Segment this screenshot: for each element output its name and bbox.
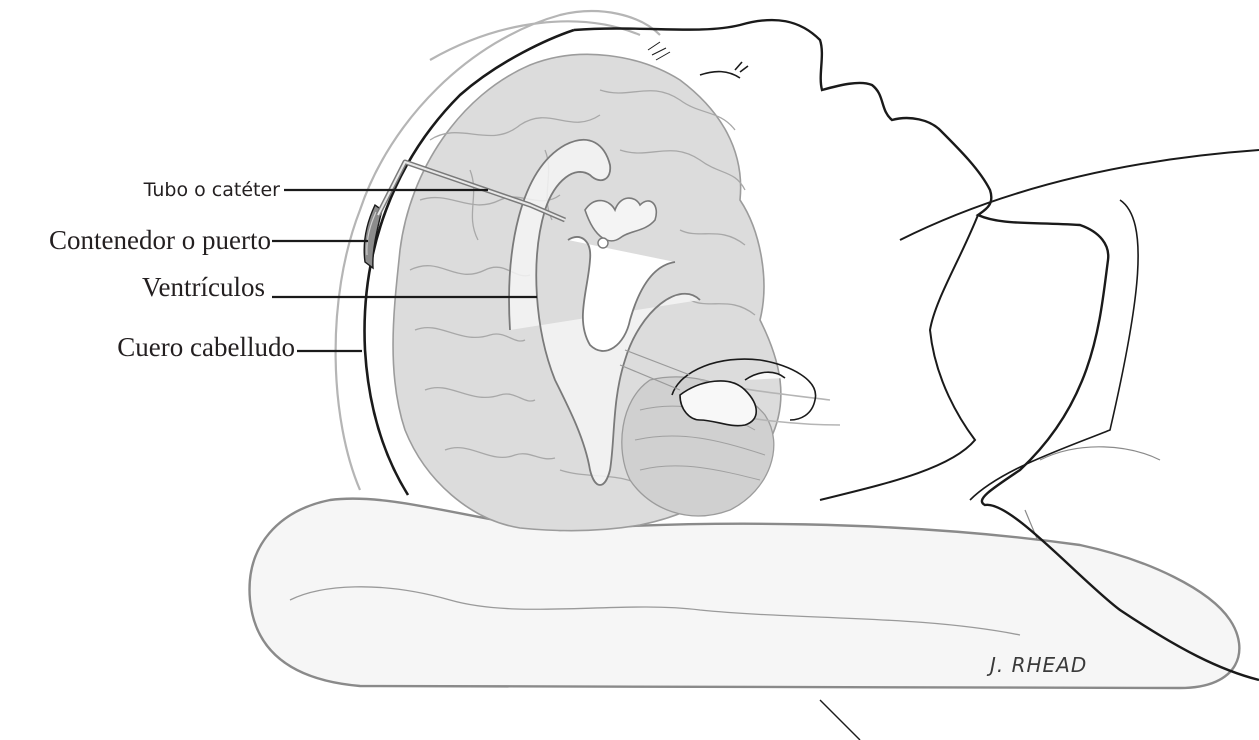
label-tube: Tubo o catéter <box>143 179 281 201</box>
shoulder-outline <box>900 150 1259 240</box>
label-reservoir: Contenedor o puerto <box>49 225 271 255</box>
label-ventricles: Ventrículos <box>142 272 265 302</box>
label-scalp: Cuero cabelludo <box>117 332 295 362</box>
eye-lashes <box>700 62 748 78</box>
brow-hair <box>648 42 670 60</box>
ventricle-foramen <box>598 238 608 248</box>
pillow-stand <box>820 700 860 740</box>
artist-signature: J. RHEAD <box>986 653 1087 677</box>
pillow <box>250 499 1240 688</box>
body-outline <box>970 200 1138 500</box>
jaw-line <box>820 215 978 500</box>
